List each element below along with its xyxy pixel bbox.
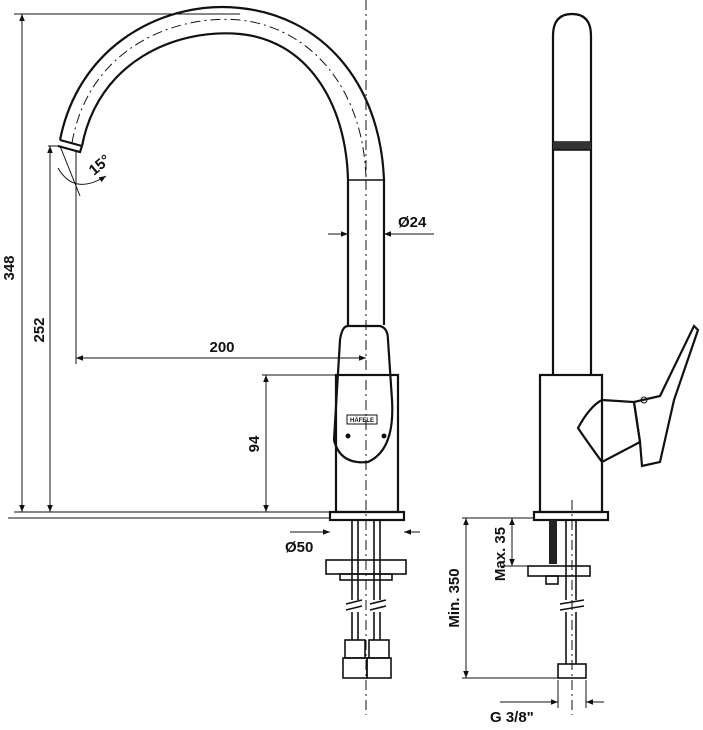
side-handle-cartridge	[576, 398, 642, 464]
angle-arc	[57, 167, 107, 185]
side-view	[527, 12, 700, 715]
cold-indicator	[381, 433, 387, 439]
dim-base-diameter: Ø50	[285, 539, 313, 556]
side-spout	[551, 12, 593, 375]
mounting-hardware	[325, 520, 407, 679]
brand-label: HÄFELE	[350, 417, 374, 424]
side-mounting	[527, 520, 591, 679]
side-body	[538, 373, 604, 514]
dim-reach: 200	[209, 339, 234, 356]
dim-total-height: 348	[1, 255, 18, 280]
side-handle-lever	[632, 324, 700, 468]
dim-spout-diameter: Ø24	[398, 214, 427, 231]
dim-spout-height: 252	[31, 317, 48, 342]
spout-inner	[80, 32, 350, 325]
side-threaded-rod	[549, 520, 557, 564]
front-dimensions: 348 252 200 94 Ø24 Ø50 15°	[1, 13, 434, 556]
faucet-body	[334, 373, 400, 514]
dim-min-hose: Min. 350	[446, 568, 463, 627]
base-plate	[328, 510, 406, 522]
brand-plate	[346, 414, 378, 425]
dim-max-thickness: Max. 35	[492, 527, 509, 581]
side-base-plate	[532, 510, 610, 522]
dim-thread: G 3/8"	[490, 709, 534, 726]
side-dimensions: Max. 35 Min. 350 G 3/8"	[446, 517, 604, 726]
spout-outer	[58, 5, 386, 325]
front-view: HÄFELE	[57, 0, 407, 715]
dim-spout-angle: 15°	[86, 151, 114, 179]
spout-centerline	[71, 18, 367, 181]
aerator	[57, 138, 84, 154]
dim-handle-height: 94	[246, 435, 263, 452]
side-aerator	[553, 142, 591, 150]
handle-lever	[332, 324, 394, 464]
hot-indicator	[345, 433, 351, 439]
